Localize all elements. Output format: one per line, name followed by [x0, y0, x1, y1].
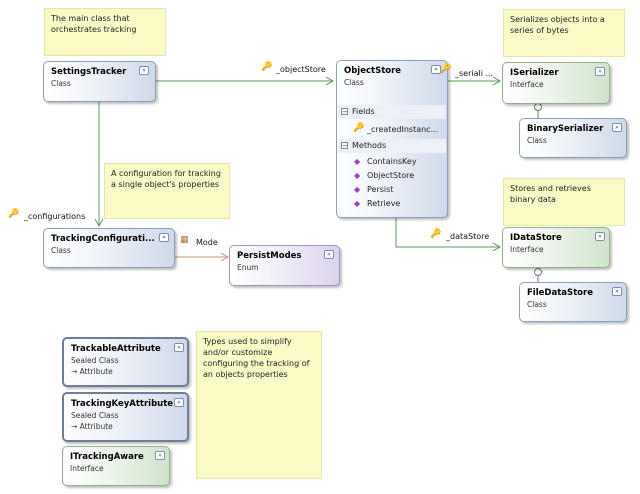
field-item[interactable]: _createdInstanc...: [367, 125, 439, 134]
lollipop-datastore-end: [534, 268, 542, 276]
double-chevron-down-icon[interactable]: »: [174, 343, 184, 352]
association-data-store-label[interactable]: _dataStore: [446, 232, 490, 241]
methods-label: Methods: [352, 141, 387, 150]
note-types: Types used to simplify and/or customize …: [196, 331, 322, 479]
shape-kind: Interface: [510, 80, 544, 89]
property-icon: 🔑: [8, 209, 20, 219]
methods-section-header[interactable]: − Methods: [338, 139, 446, 153]
note-configuration: A configuration for tracking a single ob…: [104, 163, 230, 219]
tracking-key-attribute-shape[interactable]: TrackingKeyAttribute Sealed Class → Attr…: [62, 392, 189, 442]
file-datastore-shape[interactable]: FileDataStore Class »: [519, 282, 627, 322]
settings-tracker-shape[interactable]: SettingsTracker Class »: [43, 61, 156, 102]
note-tracker: The main class that orchestrates trackin…: [44, 8, 166, 56]
trackable-attribute-shape[interactable]: TrackableAttribute Sealed Class → Attrib…: [62, 337, 189, 387]
shape-kind: Interface: [510, 245, 544, 254]
idatastore-shape[interactable]: IDataStore Interface »: [502, 227, 610, 268]
lollipop-serializer-end: [534, 103, 542, 111]
association-serializer-label[interactable]: _seriali ...: [455, 69, 494, 78]
shape-title: FileDataStore: [527, 288, 593, 298]
fields-section-header[interactable]: − Fields: [338, 105, 446, 119]
shape-kind: Sealed Class: [71, 411, 119, 420]
shape-title: ObjectStore: [344, 66, 402, 76]
property-icon: 🔑: [430, 229, 442, 239]
shape-kind: Interface: [70, 464, 104, 473]
double-chevron-down-icon[interactable]: »: [612, 287, 622, 296]
property-icon: 🔑: [440, 64, 452, 74]
double-chevron-down-icon[interactable]: »: [174, 398, 184, 407]
method-item[interactable]: Retrieve: [367, 199, 401, 208]
shape-kind: Class: [51, 246, 71, 255]
association-configurations-label[interactable]: _configurations: [24, 212, 86, 221]
note-serializer: Serializes objects into a series of byte…: [503, 9, 625, 57]
shape-base-class: → Attribute: [71, 422, 113, 431]
double-chevron-down-icon[interactable]: »: [324, 250, 334, 259]
shape-title: IDataStore: [510, 233, 562, 243]
double-chevron-up-icon[interactable]: «: [431, 65, 441, 74]
double-chevron-down-icon[interactable]: »: [159, 233, 169, 242]
shape-kind: Enum: [237, 263, 259, 272]
shape-kind: Class: [344, 78, 364, 87]
method-item[interactable]: ContainsKey: [367, 157, 417, 166]
method-icon: ◆: [354, 185, 361, 194]
shape-title: BinarySerializer: [527, 124, 604, 134]
shape-kind: Class: [51, 79, 71, 88]
property-icon: 🔑: [261, 62, 273, 72]
shape-title: PersistModes: [237, 251, 302, 261]
shape-title: TrackingConfigurati...: [51, 234, 155, 244]
double-chevron-down-icon[interactable]: »: [155, 451, 165, 460]
association-mode-label[interactable]: Mode: [196, 238, 218, 247]
double-chevron-down-icon[interactable]: »: [595, 67, 605, 76]
binary-serializer-shape[interactable]: BinarySerializer Class »: [519, 118, 627, 158]
itracking-aware-shape[interactable]: ITrackingAware Interface »: [62, 446, 170, 486]
method-item[interactable]: Persist: [367, 185, 394, 194]
note-datastore: Stores and retrieves binary data: [503, 178, 625, 226]
shape-title: TrackingKeyAttribute: [71, 399, 174, 409]
shape-title: TrackableAttribute: [71, 344, 161, 354]
shape-base-class: → Attribute: [71, 367, 113, 376]
association-object-store-label[interactable]: _objectStore: [276, 65, 326, 74]
iserializer-shape[interactable]: ISerializer Interface »: [502, 62, 610, 104]
method-icon: ◆: [354, 171, 361, 180]
object-store-shape[interactable]: ObjectStore Class « − Fields 🔑 _createdI…: [336, 60, 448, 218]
shape-title: SettingsTracker: [51, 67, 127, 77]
shape-kind: Sealed Class: [71, 356, 119, 365]
method-icon: ◆: [354, 199, 361, 208]
persist-modes-shape[interactable]: PersistModes Enum »: [229, 245, 340, 286]
tracking-configuration-shape[interactable]: TrackingConfigurati... Class »: [43, 228, 175, 268]
double-chevron-down-icon[interactable]: »: [139, 66, 149, 75]
shape-kind: Class: [527, 300, 547, 309]
field-icon: 🔑: [353, 123, 365, 133]
fields-label: Fields: [352, 107, 375, 116]
enum-property-icon: ▦: [180, 235, 189, 245]
shape-kind: Class: [527, 136, 547, 145]
association-data-store: [395, 218, 500, 247]
method-icon: ◆: [354, 157, 361, 166]
collapse-fields-icon[interactable]: −: [341, 108, 348, 116]
method-item[interactable]: ObjectStore: [367, 171, 415, 180]
shape-title: ISerializer: [510, 68, 559, 78]
double-chevron-down-icon[interactable]: »: [612, 123, 622, 132]
collapse-methods-icon[interactable]: −: [341, 142, 348, 150]
shape-title: ITrackingAware: [70, 452, 144, 462]
double-chevron-down-icon[interactable]: »: [595, 232, 605, 241]
